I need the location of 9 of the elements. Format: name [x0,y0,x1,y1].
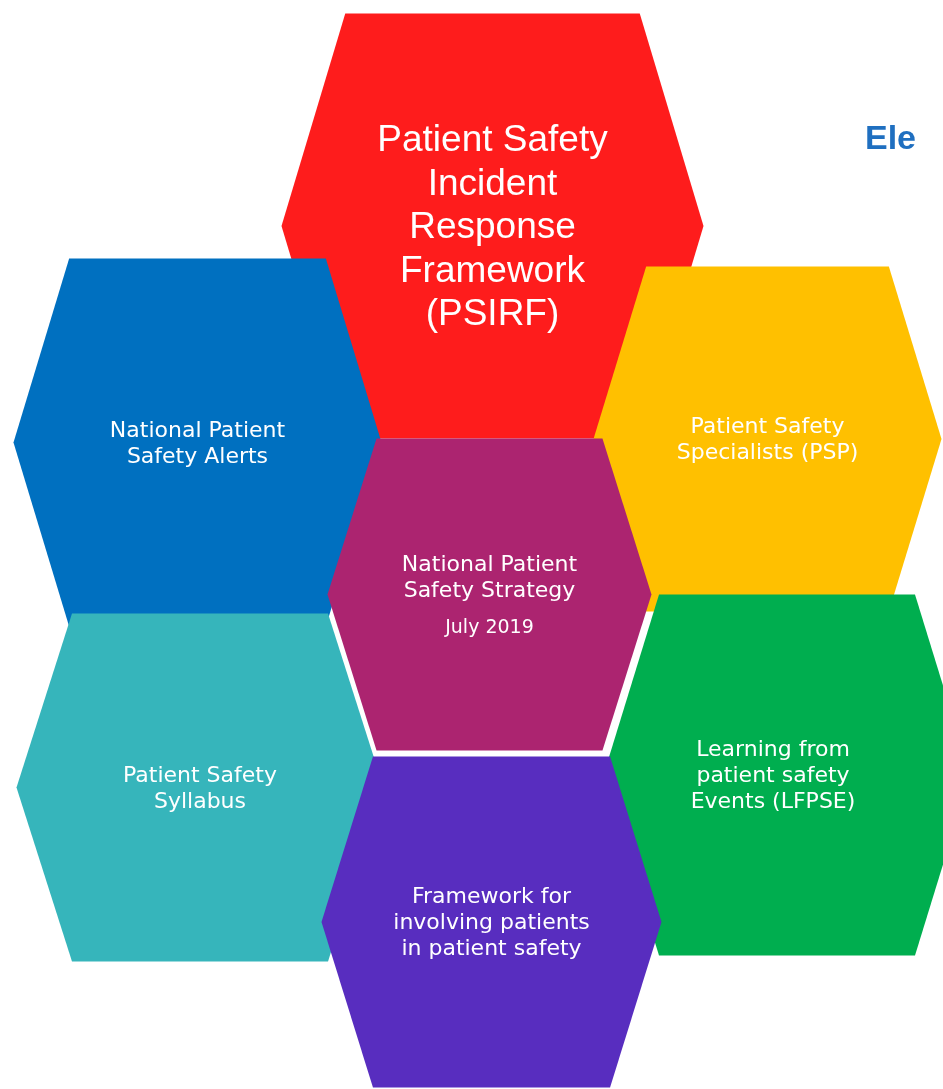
hexagon-label: National Patient Safety Strategy [400,551,579,604]
heading-text: Ele [865,118,917,157]
hexagon-label: Patient Safety Incident Response Framework (PSIRF) [376,116,609,336]
hexagon-label: National Patient Safety Alerts [108,416,287,469]
hexagon-label: Patient Safety Specialists (PSP) [675,413,860,465]
hexagon-label: Framework for involving patients in patient safety [392,883,591,961]
date-label: July 2019 [445,615,534,638]
hexagon-label: Learning from patient safety Events (LFPSE) [689,736,857,814]
hexagon-label: Patient Safety Syllabus [122,761,278,814]
